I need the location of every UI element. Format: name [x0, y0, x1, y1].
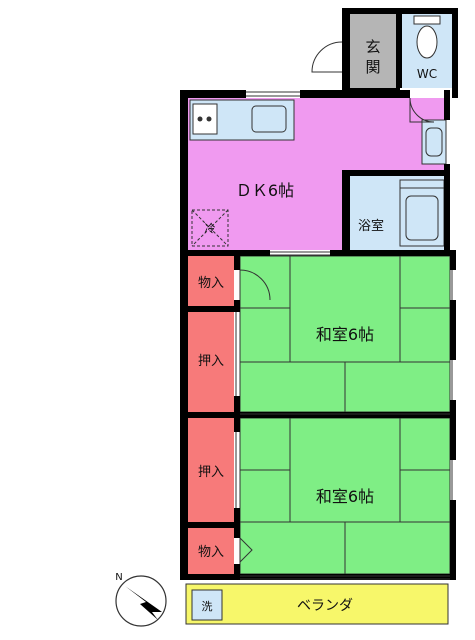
door-swings — [239, 41, 435, 563]
storage-bottom-label: 物入 — [198, 545, 224, 560]
toilet-tank — [413, 15, 441, 25]
storage-bottom-floor — [188, 528, 234, 574]
storage-top-floor — [188, 256, 234, 306]
compass-ring — [115, 575, 167, 627]
wc-label: WC — [417, 67, 437, 81]
kitchen-sink — [251, 105, 287, 133]
oshiire-bottom-floor — [188, 418, 234, 522]
stove — [192, 103, 218, 135]
washer-pan — [191, 589, 223, 621]
genkan-label-line1: 玄 — [365, 38, 380, 56]
oshiire-bottom-label: 押入 — [198, 465, 224, 480]
oshiire-top-floor — [188, 312, 234, 412]
oshiire-top-label: 押入 — [198, 354, 224, 369]
walls — [180, 8, 458, 580]
compass-north-label: N — [115, 572, 122, 583]
genkan-label-line2: 関 — [365, 58, 380, 76]
balcony-label: ベランダ — [297, 598, 353, 614]
stove-burner-right — [206, 116, 212, 122]
stove-burner-left — [197, 116, 203, 122]
fridge-label: 冷 — [205, 222, 216, 235]
washitsu-top-label: 和室6帖 — [316, 325, 374, 344]
openings — [235, 91, 453, 580]
compass-needle-icon — [125, 586, 162, 620]
bath-label: 浴室 — [358, 218, 384, 234]
storage-top-label: 物入 — [198, 276, 224, 291]
toilet-bowl — [416, 25, 438, 59]
dk-label: ＤＫ6帖 — [236, 181, 294, 200]
washitsu-bottom-label: 和室6帖 — [316, 487, 374, 506]
washer-label: 洗 — [202, 600, 213, 613]
balcony-floor — [185, 583, 449, 625]
compass: N — [115, 572, 167, 627]
genkan-floor — [350, 14, 396, 88]
fridge-space — [191, 209, 229, 247]
